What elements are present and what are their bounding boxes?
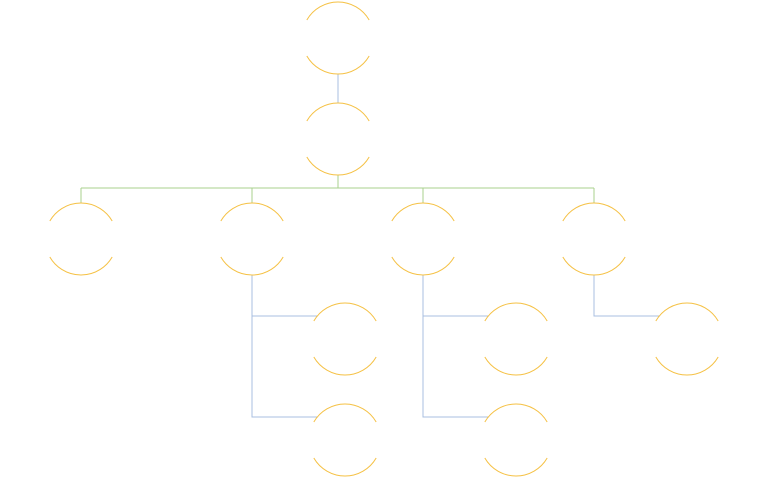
node-arc-top — [484, 403, 548, 423]
node-arc-top — [49, 202, 113, 222]
node-arc-bottom — [220, 256, 284, 276]
node-child-3-sub-1[interactable] — [484, 302, 548, 376]
node-child-3-sub-2[interactable] — [484, 403, 548, 477]
node-arc-bottom — [306, 55, 370, 75]
node-arc-top — [306, 102, 370, 122]
connector-layer — [80, 74, 659, 418]
node-child-3[interactable] — [391, 202, 455, 276]
connector-child-3-child-3-sub-2 — [422, 275, 488, 418]
node-arc-top — [313, 403, 377, 423]
node-manager[interactable] — [306, 102, 370, 176]
node-arc-bottom — [655, 356, 719, 376]
node-root[interactable] — [306, 1, 370, 75]
connector-child-2-child-2-sub-1 — [251, 275, 317, 317]
connector-child-3-child-3-sub-1 — [422, 275, 488, 317]
node-child-2-sub-2[interactable] — [313, 403, 377, 477]
node-child-2-sub-1[interactable] — [313, 302, 377, 376]
node-arc-top — [562, 202, 626, 222]
node-child-2[interactable] — [220, 202, 284, 276]
node-layer — [49, 1, 719, 477]
node-child-4-sub-1[interactable] — [655, 302, 719, 376]
node-arc-bottom — [306, 156, 370, 176]
node-arc-bottom — [484, 356, 548, 376]
node-arc-bottom — [313, 356, 377, 376]
node-arc-bottom — [313, 457, 377, 477]
node-arc-bottom — [484, 457, 548, 477]
node-child-4[interactable] — [562, 202, 626, 276]
node-arc-top — [484, 302, 548, 322]
connector-child-4-child-4-sub-1 — [593, 275, 659, 317]
node-arc-bottom — [391, 256, 455, 276]
node-arc-top — [391, 202, 455, 222]
node-arc-top — [655, 302, 719, 322]
node-arc-bottom — [49, 256, 113, 276]
node-arc-bottom — [562, 256, 626, 276]
node-arc-top — [313, 302, 377, 322]
node-arc-top — [306, 1, 370, 21]
node-arc-top — [220, 202, 284, 222]
node-child-1[interactable] — [49, 202, 113, 276]
connector-child-2-child-2-sub-2 — [251, 275, 317, 418]
